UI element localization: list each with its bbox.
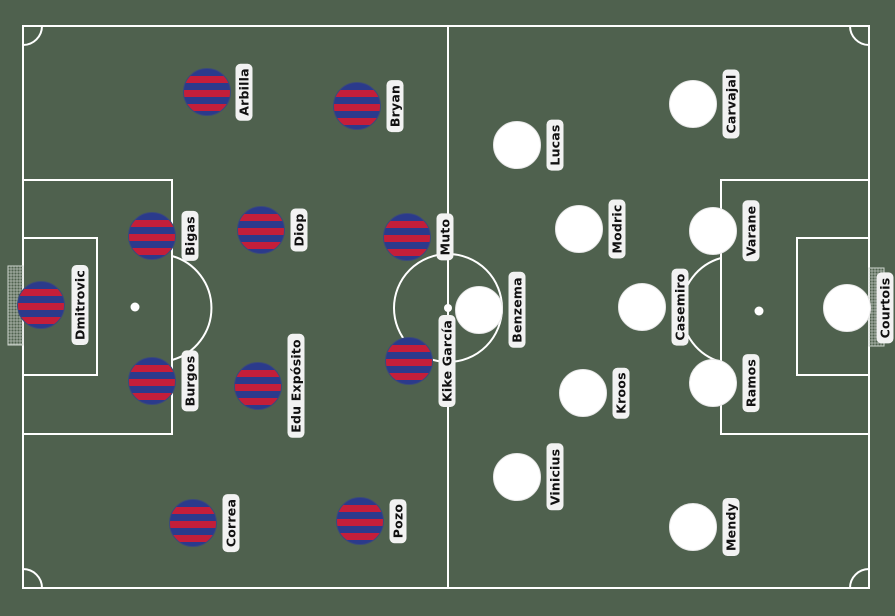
- player-name: Bryan: [386, 79, 404, 133]
- player-name: Ramos: [742, 353, 760, 413]
- home-kit-token: [336, 497, 384, 545]
- away-kit-token: [493, 121, 541, 169]
- home-kit-token: [17, 281, 65, 329]
- player-name: Benzema: [508, 272, 526, 348]
- player-name: Muto: [436, 213, 454, 261]
- away-kit-token: [669, 80, 717, 128]
- player-name: Casemiro: [671, 268, 689, 346]
- away-kit-token: [455, 286, 503, 334]
- away-kit-token: [555, 205, 603, 253]
- home-kit-token: [383, 213, 431, 261]
- away-kit-token: [493, 453, 541, 501]
- home-kit-token: [169, 499, 217, 547]
- corner-arc-bottom-right: [849, 568, 870, 589]
- player-name: Mendy: [722, 498, 740, 556]
- player-name: Carvajal: [722, 69, 740, 139]
- player-name: Correa: [222, 493, 240, 553]
- away-kit-token: [689, 359, 737, 407]
- player-name: Arbilla: [235, 63, 253, 121]
- away-kit-token: [618, 283, 666, 331]
- away-kit-token: [823, 284, 871, 332]
- corner-arc-top-right: [849, 25, 870, 46]
- player-name: Pozo: [389, 498, 407, 544]
- player-name: Diop: [290, 208, 308, 252]
- player-name: Burgos: [181, 350, 199, 412]
- player-name: Dmitrovic: [71, 264, 89, 346]
- player-name: Varane: [742, 200, 760, 262]
- player-name: Lucas: [546, 119, 564, 171]
- away-kit-token: [669, 503, 717, 551]
- home-kit-token: [128, 212, 176, 260]
- left-penalty-spot: [130, 302, 140, 312]
- away-kit-token: [689, 207, 737, 255]
- player-name: Courtois: [876, 272, 894, 344]
- corner-arc-bottom-left: [22, 568, 43, 589]
- home-kit-token: [237, 206, 285, 254]
- right-penalty-spot: [754, 306, 764, 316]
- player-name: Modric: [608, 199, 626, 259]
- player-name: Kike García: [438, 315, 456, 407]
- home-kit-token: [183, 68, 231, 116]
- home-kit-token: [385, 337, 433, 385]
- center-spot: [444, 304, 452, 312]
- away-kit-token: [559, 369, 607, 417]
- home-kit-token: [234, 362, 282, 410]
- player-name: Bigas: [181, 211, 199, 261]
- player-name: Edu Expósito: [287, 334, 305, 438]
- home-kit-token: [128, 357, 176, 405]
- home-kit-token: [333, 82, 381, 130]
- player-name: Vinicius: [546, 443, 564, 511]
- corner-arc-top-left: [22, 25, 43, 46]
- player-name: Kroos: [612, 367, 630, 419]
